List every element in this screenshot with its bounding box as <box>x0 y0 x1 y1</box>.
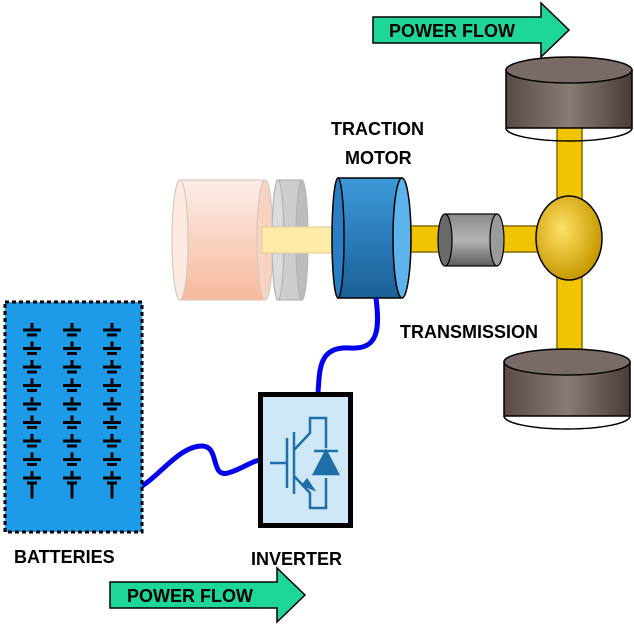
battery-pack <box>3 300 144 534</box>
transmission-label: TRANSMISSION <box>400 322 539 342</box>
power-flow-arrow-bottom <box>109 566 307 624</box>
engine-ghost <box>171 179 343 301</box>
inverter <box>258 392 353 528</box>
traction-motor <box>331 177 412 299</box>
traction-motor-label-line1: TRACTION <box>331 119 424 139</box>
power-flow-label-top: POWER FLOW <box>389 21 515 41</box>
inverter-label: INVERTER <box>251 549 343 569</box>
battery-cells <box>23 323 121 499</box>
cable-inverter-to-motor <box>315 297 381 393</box>
power-flow-label-bottom: POWER FLOW <box>127 586 253 606</box>
transmission <box>437 213 505 267</box>
power-flow-arrow-top <box>372 1 571 59</box>
traction-motor-label-line2: MOTOR <box>345 148 412 168</box>
differential <box>535 195 603 281</box>
batteries-label: BATTERIES <box>14 547 115 567</box>
igbt-diode-symbol <box>270 416 341 510</box>
cable-battery-to-inverter <box>140 443 263 489</box>
rear-wheel-bottom <box>503 348 631 430</box>
rear-wheel-top <box>505 56 633 142</box>
